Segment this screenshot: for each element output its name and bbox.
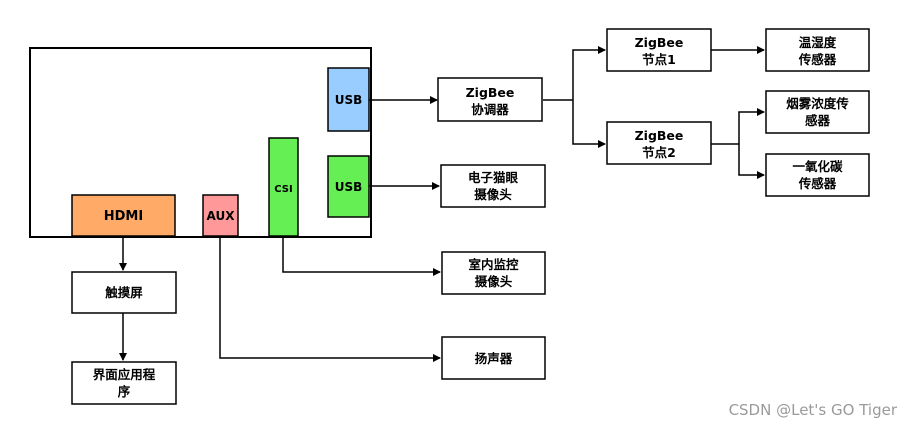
indoor-camera-line2: 摄像头 xyxy=(475,274,513,289)
smoke-sensor-line1: 烟雾浓度传 xyxy=(786,96,849,111)
ui-program-line2: 序 xyxy=(118,384,131,399)
co-sensor-line1: 一氧化碳 xyxy=(792,159,843,174)
zigbee-coordinator-line2: 协调器 xyxy=(471,102,509,117)
connectors xyxy=(119,46,765,362)
split-to-node1-arrow xyxy=(572,46,606,100)
node2-to-smoke-sensor-arrow xyxy=(738,108,765,144)
usb-port-2-box xyxy=(327,155,370,218)
temp-humidity-sensor-line1: 温湿度 xyxy=(799,35,837,50)
smoke-sensor-line2: 感器 xyxy=(805,113,831,128)
zigbee-node2-rect xyxy=(606,121,712,165)
zigbee-node1-box: ZigBee 节点1 xyxy=(606,28,712,72)
csi-port-label: CSI xyxy=(274,184,292,195)
zigbee-coordinator-rect xyxy=(437,77,543,122)
node2-to-co-sensor-arrow xyxy=(738,144,765,179)
peephole-camera-line2: 摄像头 xyxy=(474,187,512,202)
watermark-text: CSDN @Let's GO Tiger xyxy=(729,401,898,419)
ui-program-line1: 界面应用程 xyxy=(93,367,156,382)
zigbee-node2-line2: 节点2 xyxy=(642,145,676,160)
aux-to-speaker-arrow xyxy=(219,236,441,362)
peephole-camera-box: 电子猫眼 摄像头 xyxy=(440,164,546,208)
zigbee-node2-line1: ZigBee xyxy=(635,128,684,143)
aux-port: AUX xyxy=(202,194,239,237)
smoke-sensor-box: 烟雾浓度传 感器 xyxy=(765,90,870,134)
speaker-rect xyxy=(441,336,546,380)
zigbee-coordinator-box: ZigBee 协调器 xyxy=(437,77,543,122)
csi-port: CSI xyxy=(268,137,299,237)
touchscreen-label: 触摸屏 xyxy=(104,285,143,300)
ui-program-box: 界面应用程 序 xyxy=(71,361,177,405)
usb-port-1-label: USB xyxy=(335,93,363,107)
touchscreen-rect xyxy=(71,271,177,314)
temp-humidity-sensor-line2: 传感器 xyxy=(798,52,837,67)
zigbee-node2-box: ZigBee 节点2 xyxy=(606,121,712,165)
indoor-camera-rect xyxy=(441,251,546,295)
zigbee-node1-line1: ZigBee xyxy=(635,35,684,50)
co-sensor-rect xyxy=(765,153,870,197)
speaker-box: 扬声器 xyxy=(441,336,546,380)
temp-humidity-sensor-rect xyxy=(765,28,870,72)
split-to-node2-arrow xyxy=(572,100,606,148)
indoor-camera-line1: 室内监控 xyxy=(468,257,519,272)
aux-port-label: AUX xyxy=(207,209,236,223)
smoke-sensor-rect xyxy=(765,90,870,134)
zigbee-node1-rect xyxy=(606,28,712,72)
co-sensor-box: 一氧化碳 传感器 xyxy=(765,153,870,197)
zigbee-coordinator-line1: ZigBee xyxy=(466,85,515,100)
usb-port-2: USB xyxy=(327,155,370,218)
usb-port-1-box xyxy=(327,67,370,132)
hdmi-port-box xyxy=(71,194,176,237)
ui-program-rect xyxy=(71,361,177,405)
indoor-camera-box: 室内监控 摄像头 xyxy=(441,251,546,295)
hdmi-port-label: HDMI xyxy=(104,209,143,224)
zigbee-node1-line2: 节点1 xyxy=(642,52,676,67)
peephole-camera-line1: 电子猫眼 xyxy=(468,170,519,185)
usb-port-2-label: USB xyxy=(335,180,363,194)
hdmi-port: HDMI xyxy=(71,194,176,237)
touchscreen-box: 触摸屏 xyxy=(71,271,177,314)
co-sensor-line2: 传感器 xyxy=(798,176,837,191)
speaker-label: 扬声器 xyxy=(475,351,513,366)
csi-port-box xyxy=(268,137,299,237)
csi-to-indoor-camera-arrow xyxy=(282,236,441,276)
peephole-camera-rect xyxy=(440,164,546,208)
temp-humidity-sensor-box: 温湿度 传感器 xyxy=(765,28,870,72)
usb-port-1: USB xyxy=(327,67,370,132)
